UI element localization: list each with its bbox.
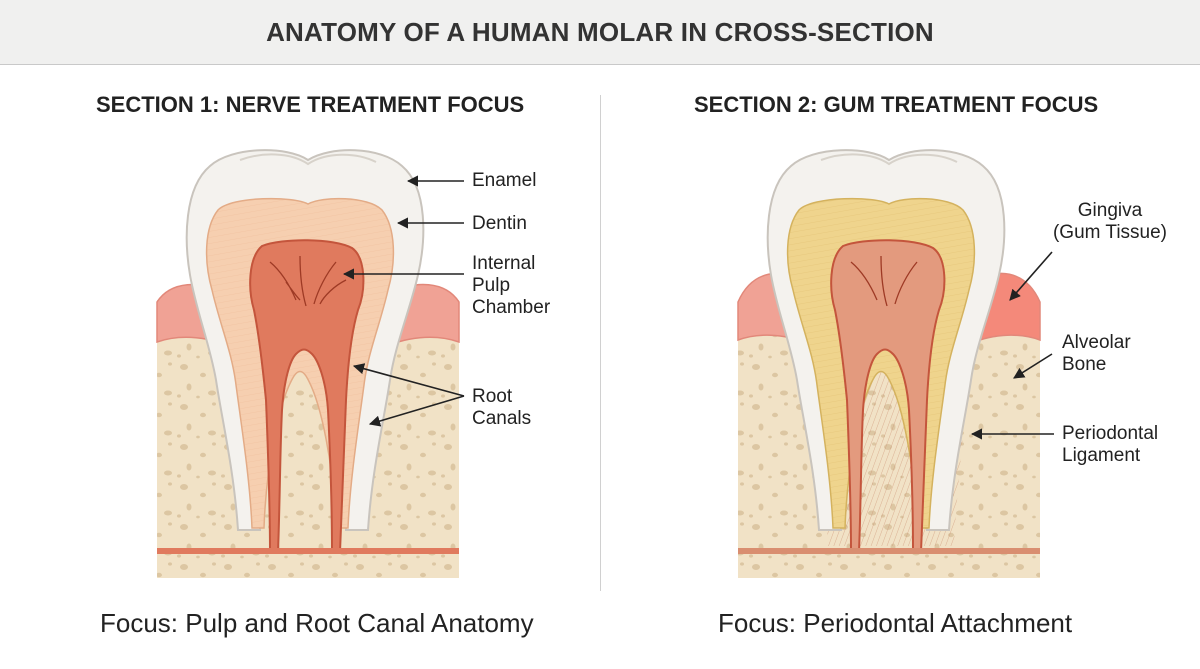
- label-root-canals: Root Canals: [472, 386, 532, 429]
- molar-nerve-focus: [156, 149, 465, 578]
- title-banner: ANATOMY OF A HUMAN MOLAR IN CROSS-SECTIO…: [0, 0, 1200, 65]
- crown-occlusal-groove: [239, 153, 377, 166]
- section-1-heading: SECTION 1: NERVE TREATMENT FOCUS: [96, 92, 525, 117]
- arrow-root-canal-upper: [352, 363, 465, 397]
- section-2-heading: SECTION 2: GUM TREATMENT FOCUS: [694, 92, 1099, 117]
- bottom-vessel-left: [157, 548, 459, 554]
- nerve-branches: [269, 255, 347, 307]
- molar-gum-focus: [737, 149, 1054, 578]
- section-1-caption: Focus: Pulp and Root Canal Anatomy: [100, 608, 534, 638]
- label-gingiva: Gingiva (Gum Tissue): [1052, 200, 1168, 243]
- label-periodontal-ligament: Periodontal Ligament: [1062, 423, 1159, 466]
- pulp-chamber-2: [830, 239, 946, 553]
- arrow-alveolar-bone: [1013, 353, 1053, 379]
- crown-occlusal-groove-2: [820, 153, 958, 166]
- section-divider: [600, 95, 601, 591]
- pulp-chamber: [249, 239, 365, 553]
- arrow-gingiva: [1009, 251, 1053, 301]
- page-title: ANATOMY OF A HUMAN MOLAR IN CROSS-SECTIO…: [266, 17, 934, 47]
- label-pulp-chamber: Internal Pulp Chamber: [472, 253, 551, 318]
- section-2-caption: Focus: Periodontal Attachment: [718, 608, 1073, 638]
- nerve-branches-2: [850, 255, 918, 307]
- label-enamel: Enamel: [472, 170, 537, 191]
- arrow-root-canal-lower: [368, 395, 465, 427]
- bottom-vessel-right: [738, 548, 1040, 554]
- label-dentin: Dentin: [472, 213, 527, 234]
- label-alveolar-bone: Alveolar Bone: [1062, 332, 1131, 375]
